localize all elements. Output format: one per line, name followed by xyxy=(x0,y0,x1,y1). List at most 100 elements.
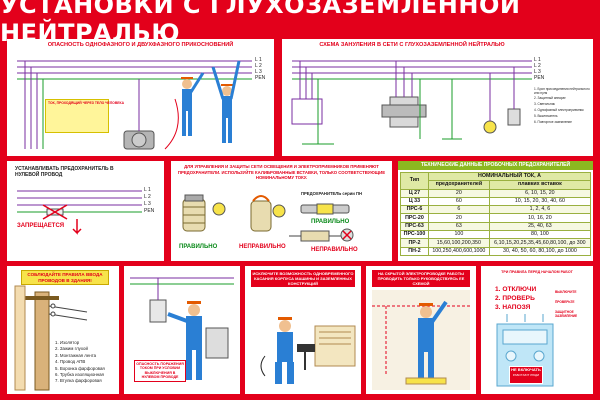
correct-label-pn: ПРАВИЛЬНО xyxy=(311,219,350,225)
scheme-legend-item: 3. Светильник xyxy=(534,102,555,106)
panel-scheme: СХЕМА ЗАНУЛЕНИЯ В СЕТИ С ГЛУХОЗАЗЕМЛЕННО… xyxy=(282,39,593,156)
fuse-illustrations xyxy=(182,194,354,242)
install-diagram xyxy=(17,190,142,235)
cell-insert: 10, 15, 20, 30, 40, 60 xyxy=(488,196,592,207)
rules-legend-item: 7. Втулка фарфоровая xyxy=(55,378,102,384)
cell-type: ПР-2 xyxy=(400,238,429,248)
cell-type: ПРС-6 xyxy=(400,205,429,215)
neutral-break-caption: ОПАСНОСТЬ ПОРАЖЕНИЯ ТОКОМ ПРИ УСЛОВИИ ВЫ… xyxy=(134,360,186,382)
panel-title: ДЛЯ УПРАВЛЕНИЯ И ЗАЩИТЫ СЕТИ ОСВЕЩЕНИЯ И… xyxy=(177,164,386,180)
building-entry-illustration xyxy=(14,285,88,391)
neutral-break-illustration xyxy=(130,277,234,380)
cell-fuse: 20 xyxy=(427,213,490,223)
side-label: ЗАЩИТНОЕ ЗАЗЕМЛЕНИЕ xyxy=(555,310,578,318)
line-label-l2: L 2 xyxy=(255,63,262,69)
line-label-l1: L 1 xyxy=(534,57,541,63)
panel-title: СОБЛЮДАЙТЕ ПРАВИЛА ВВОДА ПРОВОДОВ В ЗДАН… xyxy=(21,270,109,285)
cell-fuse: 6 xyxy=(427,205,490,215)
panel-fuses: ДЛЯ УПРАВЛЕНИЯ И ЗАЩИТЫ СЕТИ ОСВЕЩЕНИЯ И… xyxy=(171,161,392,261)
rules-legend-item: 5. Воронка фарфоровая xyxy=(55,365,105,371)
cell-type: Ц 27 xyxy=(400,188,429,198)
scheme-legend-item: 4. Однофазный электроприемник xyxy=(534,108,584,112)
col-type-header: Тип xyxy=(400,172,429,190)
scheme-legend-item: 5. Выключатель xyxy=(534,114,558,118)
cell-type: ПРС-20 xyxy=(400,213,429,223)
rules-legend-item: 4. Провод АПВ xyxy=(55,359,86,365)
forbidden-label: ЗАПРЕЩАЕТСЯ xyxy=(17,223,65,229)
panel-install-fuse: УСТАНАВЛИВАТЬ ПРЕДОХРАНИТЕЛЬ В НУЛЕВОЙ П… xyxy=(7,161,164,261)
cell-type: ПРС-63 xyxy=(400,221,429,232)
line-label-l3: L 3 xyxy=(534,69,541,75)
col-insert-header: плавких вставок xyxy=(488,180,592,190)
correct-label: ПРАВИЛЬНО xyxy=(179,244,218,250)
panel-hidden-wiring: НА СКРЫТОЙ ЭЛЕКТРОПРОВОДКЕ РАБОТЫ ПРОВОД… xyxy=(366,266,476,394)
cell-insert: 25, 40, 63 xyxy=(488,221,592,232)
panel-neutral-break: ОПАСНОСТЬ ПОРАЖЕНИЯ ТОКОМ ПРИ УСЛОВИИ ВЫ… xyxy=(124,266,240,394)
scheme-legend: 1. Броп присоединения нейтрального или н… xyxy=(534,87,592,125)
poster-title: УСТАНОВКИ С ГЛУХОЗАЗЕМЛЕННОЙ НЕЙТРАЛЬЮ xyxy=(0,0,521,47)
step-check: 2. ПРОВЕРЬ xyxy=(495,295,535,302)
scheme-legend-item: 2. Защитный аппарат xyxy=(534,96,566,100)
warning-sign: НЕ ВКЛЮЧАТЬ РАБОТАЮТ ЛЮДИ xyxy=(509,366,543,384)
cell-fuse: 15,60,100,200,350 xyxy=(427,238,490,248)
warning-sign-text: НЕ ВКЛЮЧАТЬ xyxy=(511,367,541,372)
panel-title: УСТАНАВЛИВАТЬ ПРЕДОХРАНИТЕЛЬ В НУЛЕВОЙ П… xyxy=(15,166,114,178)
line-label-l2: L 2 xyxy=(534,63,541,69)
side-label: ПРОВЕРЬТЕ xyxy=(555,300,575,304)
cell-insert: 30, 40, 50, 60, 80,100, до 1000 xyxy=(488,246,592,256)
line-label-l2: L 2 xyxy=(144,194,151,200)
panel-three-rules: ТРИ ПРАВИЛА ПЕРЕД НАЧАЛОМ РАБОТ 1. ОТКЛЮ… xyxy=(481,266,593,394)
current-legend-title: ТОК, ПРОХОДЯЩИЙ ЧЕРЕЗ ТЕЛО ЧЕЛОВЕКА xyxy=(48,101,125,105)
panel-spec-table: ТЕХНИЧЕСКИЕ ДАННЫЕ ПРОБОЧНЫХ ПРЕДОХРАНИТ… xyxy=(398,161,593,261)
step-ground: 3. НАПОЗЯ xyxy=(495,304,531,311)
panel-entry-rules: СОБЛЮДАЙТЕ ПРАВИЛА ВВОДА ПРОВОДОВ В ЗДАН… xyxy=(7,266,119,394)
cell-type: ПРС-100 xyxy=(400,230,429,240)
touch-diagram xyxy=(17,60,252,150)
panel-title: ИСКЛЮЧИТЕ ВОЗМОЖНОСТЬ ОДНОВРЕМЕННОГО КАС… xyxy=(251,270,355,287)
rules-legend-item: 2. Зажим глухой xyxy=(55,346,88,352)
table-title: ТЕХНИЧЕСКИЕ ДАННЫЕ ПРОБОЧНЫХ ПРЕДОХРАНИТ… xyxy=(398,161,593,170)
line-label-l3: L 3 xyxy=(255,69,262,75)
panel-title: СХЕМА ЗАНУЛЕНИЯ В СЕТИ С ГЛУХОЗАЗЕМЛЕННО… xyxy=(319,42,505,48)
cell-insert: 6,10,15,20,25,35,45,60,80,100, до 300 xyxy=(488,238,592,248)
line-label-l1: L 1 xyxy=(144,187,151,193)
incorrect-label-pn: НЕПРАВИЛЬНО xyxy=(311,247,358,253)
cell-fuse: 63 xyxy=(427,221,490,232)
cell-fuse: 20 xyxy=(427,188,490,198)
grounding-illustration xyxy=(260,317,356,384)
panel-title: НА СКРЫТОЙ ЭЛЕКТРОПРОВОДКЕ РАБОТЫ ПРОВОД… xyxy=(372,270,470,287)
rules-legend-item: 1. Изолятор xyxy=(55,340,80,345)
rules-legend-item: 6. Трубка изоляционная xyxy=(55,372,104,378)
rules-legend-item: 3. Монтажная лента xyxy=(55,352,97,358)
cell-fuse: 100 xyxy=(427,230,490,240)
line-label-l3: L 3 xyxy=(144,201,151,207)
scheme-legend-item: 6. Повторное заземление xyxy=(534,120,572,124)
col-current-header: НОМИНАЛЬНЫЙ ТОК, А xyxy=(427,171,592,182)
panel-title: ТРИ ПРАВИЛА ПЕРЕД НАЧАЛОМ РАБОТ xyxy=(501,270,573,274)
cell-fuse: 100,250,400,600,1000 xyxy=(427,246,490,256)
rules-legend: 1. Изолятор 2. Зажим глухой 3. Монтажная… xyxy=(55,340,117,385)
line-label-pen: PEN xyxy=(534,75,545,81)
cell-type: ПН-2 xyxy=(400,246,429,256)
cell-fuse: 60 xyxy=(427,196,490,207)
panel-touch-danger: ОПАСНОСТЬ ОДНОФАЗНОГО И ДВУХФАЗНОГО ПРИК… xyxy=(7,39,274,156)
cell-insert: 80, 100 xyxy=(488,230,592,240)
pn-fuse-label: ПРЕДОХРАНИТЕЛЬ серии ПН xyxy=(301,191,362,196)
incorrect-label: НЕПРАВИЛЬНО xyxy=(239,244,286,250)
warning-sign-subtext: РАБОТАЮТ ЛЮДИ xyxy=(512,373,540,377)
current-legend: ТОК, ПРОХОДЯЩИЙ ЧЕРЕЗ ТЕЛО ЧЕЛОВЕКА xyxy=(45,99,124,133)
line-label-pen: PEN xyxy=(255,75,266,81)
cell-insert: 6, 10, 15, 20 xyxy=(488,188,592,198)
spec-table: Тип НОМИНАЛЬНЫЙ ТОК, А предохранителей п… xyxy=(400,171,592,256)
cell-insert: 10, 16, 20 xyxy=(488,213,592,223)
cell-insert: 1, 2, 4, 6 xyxy=(488,205,592,215)
col-fuse-header: предохранителей xyxy=(427,180,490,190)
